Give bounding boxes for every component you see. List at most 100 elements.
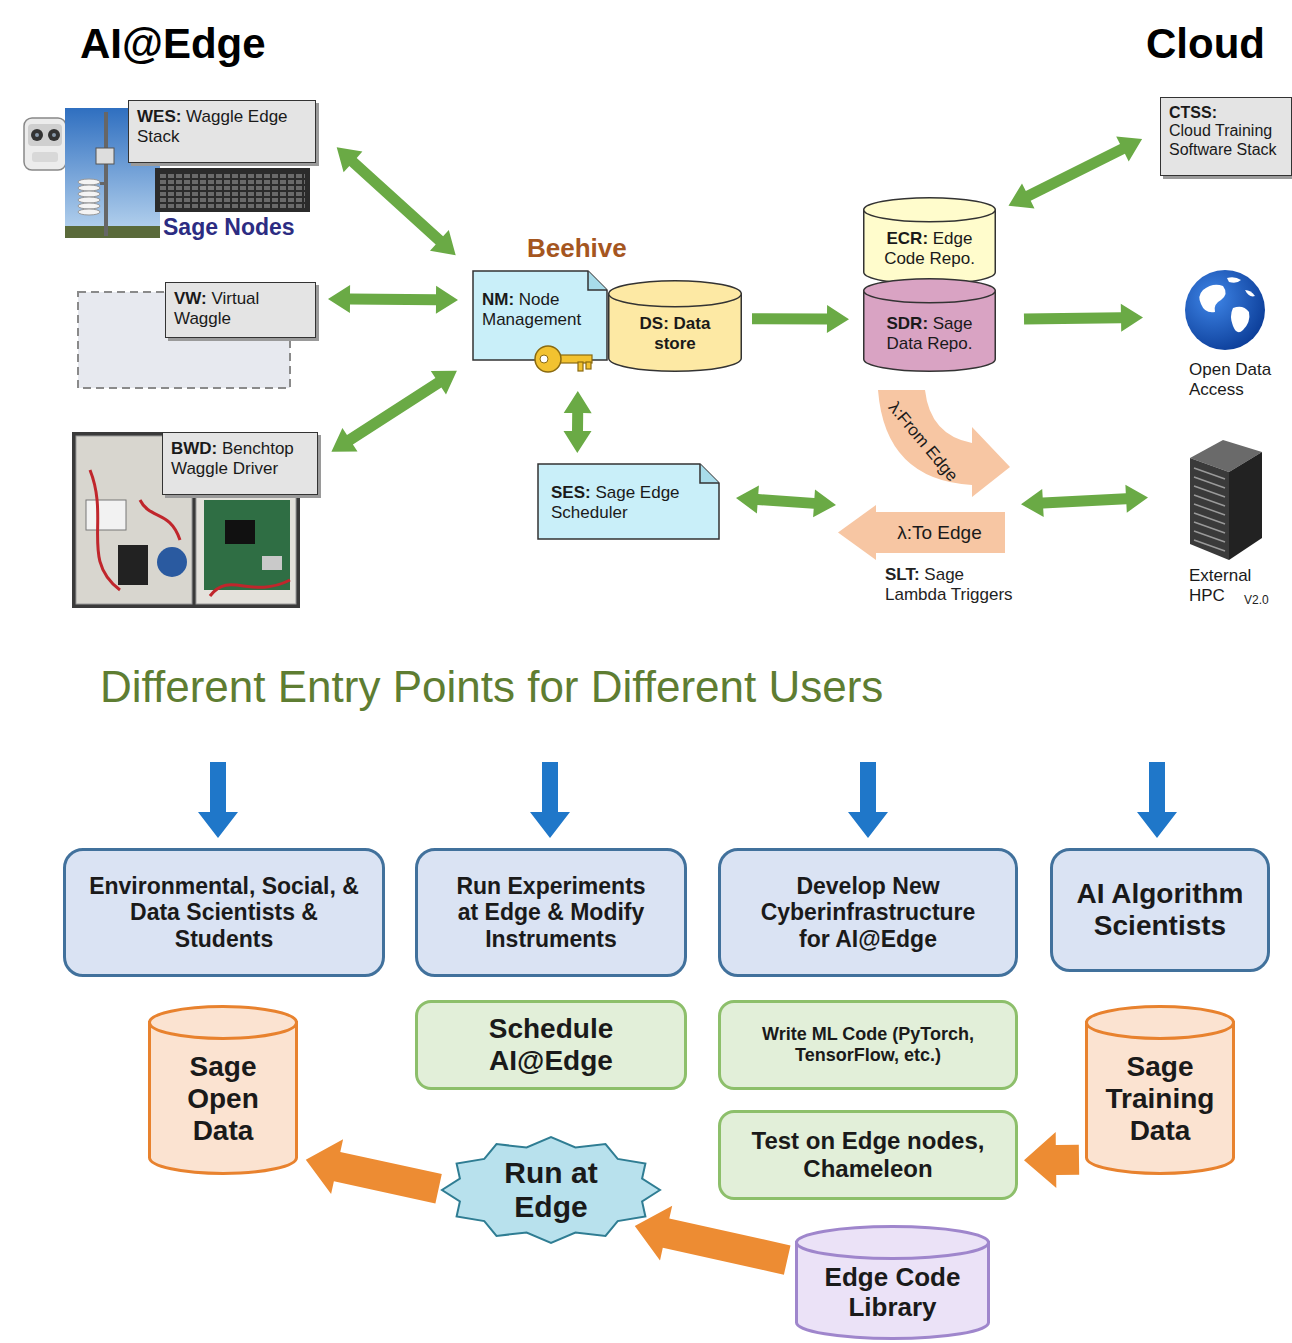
benchtop-photo — [157, 547, 187, 577]
label-prefix: SES: — [551, 483, 591, 502]
flow-arrow — [635, 1206, 791, 1275]
benchtop-photo — [204, 500, 290, 590]
label-prefix: NM: — [482, 290, 514, 309]
benchtop-photo — [90, 470, 120, 590]
sage-node-photo — [78, 197, 100, 203]
node-text: BWD: Benchtop Waggle Driver — [171, 439, 309, 478]
camera-icon — [35, 133, 39, 137]
node-shape-part — [864, 291, 996, 372]
flow-arrow — [1009, 136, 1143, 208]
repository-cylinder: SDR: Sage Data Repo. — [863, 278, 996, 372]
node-text: NM: Node Management — [482, 290, 600, 329]
sage-node-photo — [78, 179, 100, 185]
node-shape-part — [1194, 495, 1225, 506]
section-heading: Cloud — [1146, 20, 1265, 68]
node-shape-part — [797, 1227, 989, 1259]
sage-node-photo — [96, 148, 114, 164]
label-prefix: CTSS: — [1169, 104, 1287, 122]
node-text: Open Data Access — [1189, 360, 1284, 399]
node-shape-part — [535, 346, 561, 372]
node-text: Run Experiments at Edge & Modify Instrum… — [446, 873, 656, 952]
node-shape-part — [586, 362, 591, 369]
task-box: Write ML Code (PyTorch, TensorFlow, etc.… — [718, 1000, 1018, 1090]
node-shape-part — [1194, 531, 1225, 542]
node-shape-part — [864, 210, 996, 285]
node-shape-part — [1229, 452, 1262, 560]
data-cylinder: Sage Training Data — [1085, 1005, 1235, 1175]
node-shape-part — [609, 294, 742, 372]
node-text: AI Algorithm Scientists — [1063, 878, 1257, 942]
sage-node-photo — [78, 203, 100, 209]
datastore-cylinder: DS: Data store — [608, 280, 742, 372]
stack-box: VW: Virtual Waggle — [165, 282, 316, 338]
node-text: λ:From Edge — [880, 393, 966, 490]
label-prefix: SDR: — [887, 314, 929, 333]
camera-icon — [48, 129, 60, 141]
flow-arrow — [736, 486, 836, 518]
node-text: Test on Edge nodes, Chameleon — [731, 1127, 1005, 1182]
task-box: Test on Edge nodes, Chameleon — [718, 1110, 1018, 1200]
node-shape-part — [442, 1137, 660, 1243]
lambda-arrow: λ:To Edge — [838, 505, 1005, 560]
camera-icon — [52, 133, 56, 137]
sage-node-photo — [104, 112, 108, 236]
node-shape-part — [1194, 540, 1225, 551]
run-burst: Run at Edge — [440, 1135, 662, 1245]
node-shape-part — [609, 281, 742, 307]
node-shape-part — [540, 355, 548, 363]
node-text: Sage Open Data — [163, 1051, 283, 1148]
label-prefix: BWD: — [171, 439, 217, 458]
flow-arrow — [331, 371, 457, 452]
task-box: Schedule AI@Edge — [415, 1000, 687, 1090]
group-label: Sage Nodes — [163, 214, 295, 240]
node-shape-part — [1245, 290, 1255, 296]
node-text: ECR: Edge Code Repo. — [872, 229, 987, 268]
sage-node-photo — [65, 226, 160, 238]
data-cylinder: Sage Open Data — [148, 1005, 298, 1175]
node-text: VW: Virtual Waggle — [174, 289, 294, 328]
flow-arrow — [337, 147, 456, 255]
user-box: Environmental, Social, & Data Scientists… — [63, 848, 385, 977]
benchtop-photo — [262, 556, 282, 570]
node-shape-part — [1199, 285, 1225, 313]
label-prefix: ECR: — [887, 229, 929, 248]
benchtop-photo — [86, 500, 126, 530]
service-box: SES: Sage Edge Scheduler — [537, 463, 720, 540]
node-shape-part — [864, 279, 996, 303]
camera-icon — [31, 129, 43, 141]
node-shape-part — [1227, 277, 1241, 282]
entry-arrow — [530, 762, 570, 838]
node-text: Write ML Code (PyTorch, TensorFlow, etc.… — [731, 1024, 1005, 1065]
entry-arrow — [1137, 762, 1177, 838]
label-prefix: WES: — [137, 107, 181, 126]
label-prefix: SLT: — [885, 565, 920, 584]
node-text: Sage Training Data — [1095, 1051, 1225, 1148]
node-text: SDR: Sage Data Repo. — [872, 314, 987, 353]
stack-box: WES: Waggle Edge Stack — [128, 100, 316, 163]
node-shape-part — [1087, 1007, 1234, 1039]
user-box: Develop New Cyberinfrastructure for AI@E… — [718, 848, 1018, 977]
node-text: Run at Edge — [486, 1156, 616, 1225]
label-prefix: VW: — [174, 289, 207, 308]
node-shape-part — [1190, 440, 1262, 472]
node-shape-part — [1194, 468, 1225, 479]
version-label: V2.0 — [1244, 594, 1269, 608]
flow-arrow — [1024, 304, 1143, 332]
node-shape-part — [838, 505, 1005, 560]
flow-arrow — [1024, 1132, 1079, 1188]
node-text: CTSS: Cloud Training Software Stack — [1169, 104, 1287, 159]
node-text: DS: Data store — [630, 314, 720, 353]
node-shape-part — [1185, 270, 1265, 350]
flow-arrow — [328, 285, 458, 314]
section-heading: AI@Edge — [80, 20, 266, 68]
flow-arrow — [1021, 485, 1148, 517]
node-shape-part — [473, 271, 607, 360]
node-shape-part — [1194, 504, 1225, 515]
sage-node-photo — [100, 182, 104, 185]
node-shape-part — [588, 271, 607, 290]
camera-icon — [32, 152, 58, 162]
node-shape-part — [878, 390, 1010, 497]
sage-node-photo — [78, 185, 100, 191]
stack-box: BWD: Benchtop Waggle Driver — [162, 432, 318, 495]
group-label: SLT: Sage Lambda Triggers — [885, 565, 1013, 604]
